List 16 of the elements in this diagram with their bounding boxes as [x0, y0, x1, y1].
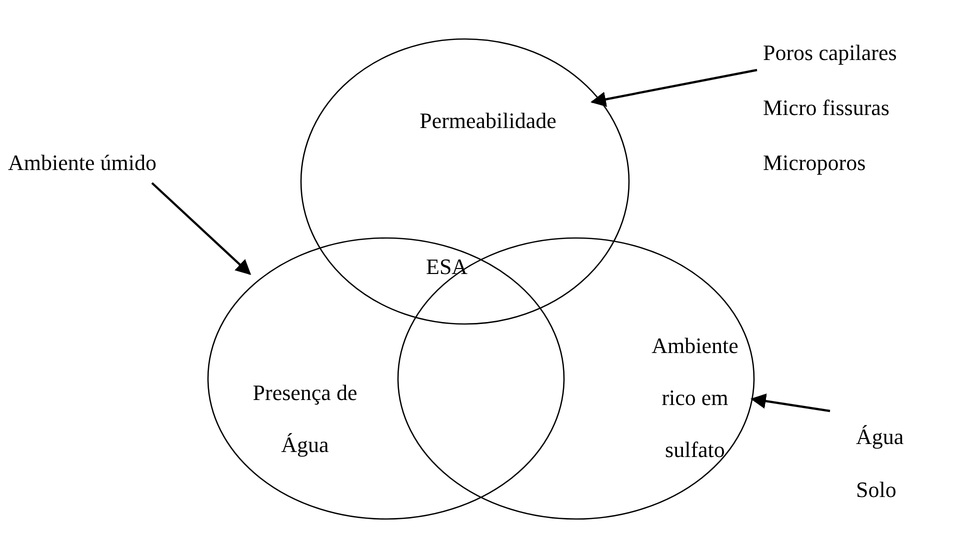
- text-label: ESA: [426, 254, 468, 280]
- venn-circle: [300, 38, 630, 325]
- list-item: Microporos: [763, 150, 867, 176]
- venn-circle: [397, 237, 755, 520]
- list-item: Água: [856, 424, 904, 450]
- circle-label: Presença de Água: [252, 379, 358, 459]
- arrow: [750, 394, 830, 412]
- list-item: Solo: [856, 477, 898, 503]
- arrow: [590, 68, 758, 107]
- arrow: [151, 182, 252, 276]
- text-label: Ambiente úmido: [8, 150, 156, 176]
- circle-label: Ambiente rico em sulfato: [650, 332, 740, 464]
- circle-label: Permeabilidade: [420, 108, 556, 134]
- list-item: Micro fissuras: [763, 95, 890, 121]
- list-item: Poros capilares: [763, 40, 897, 66]
- venn-circle: [207, 237, 565, 520]
